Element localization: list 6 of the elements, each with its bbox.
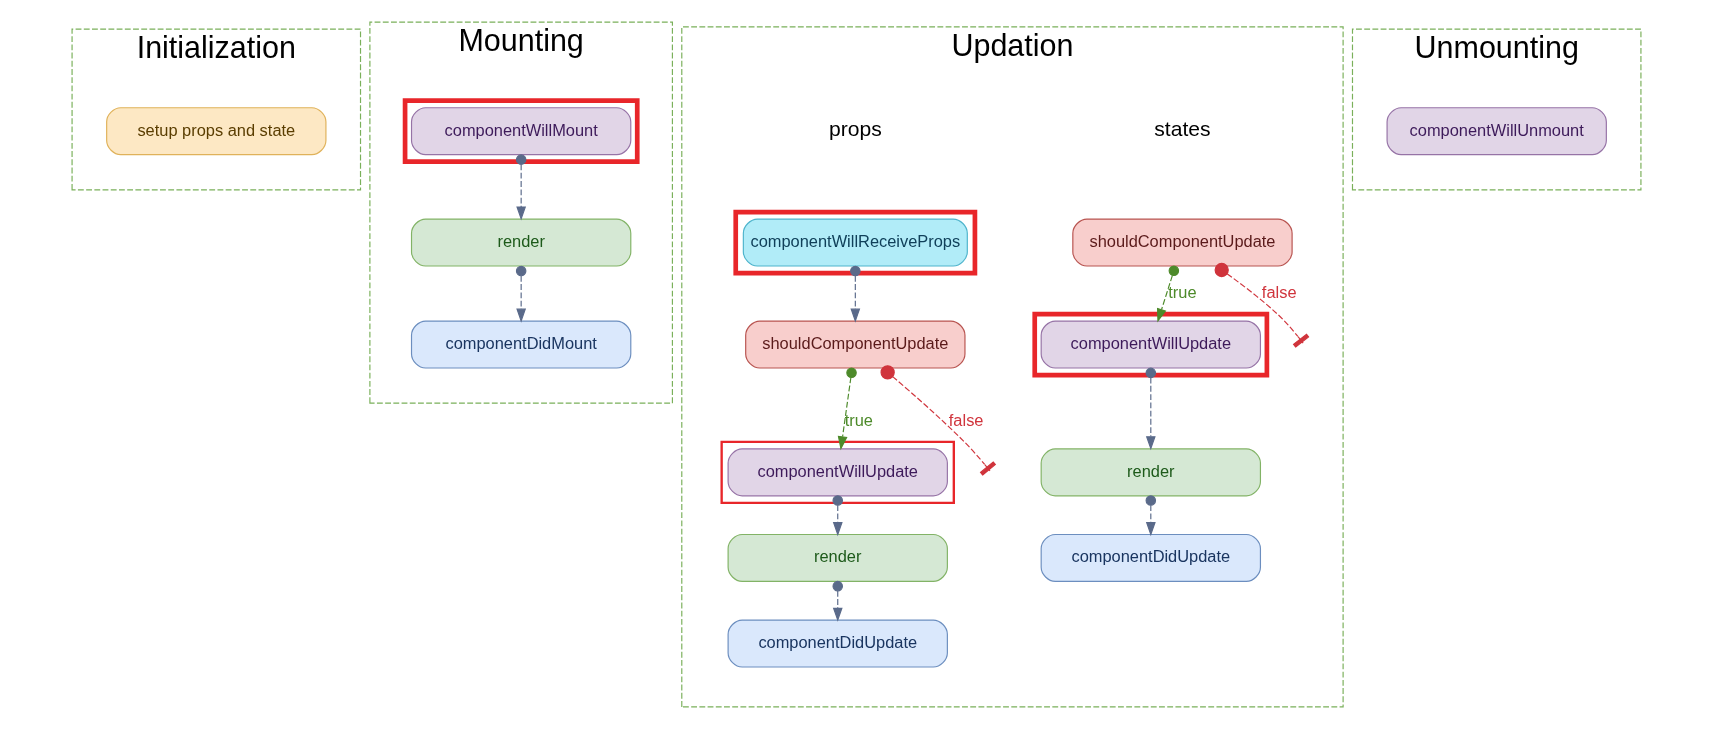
edge-label: true: [1167, 282, 1197, 301]
label: props: [828, 117, 882, 141]
edge-label: true: [844, 410, 873, 429]
label: states: [1153, 117, 1211, 141]
edge-label: false: [1261, 282, 1297, 301]
edge-label: false: [948, 410, 983, 429]
